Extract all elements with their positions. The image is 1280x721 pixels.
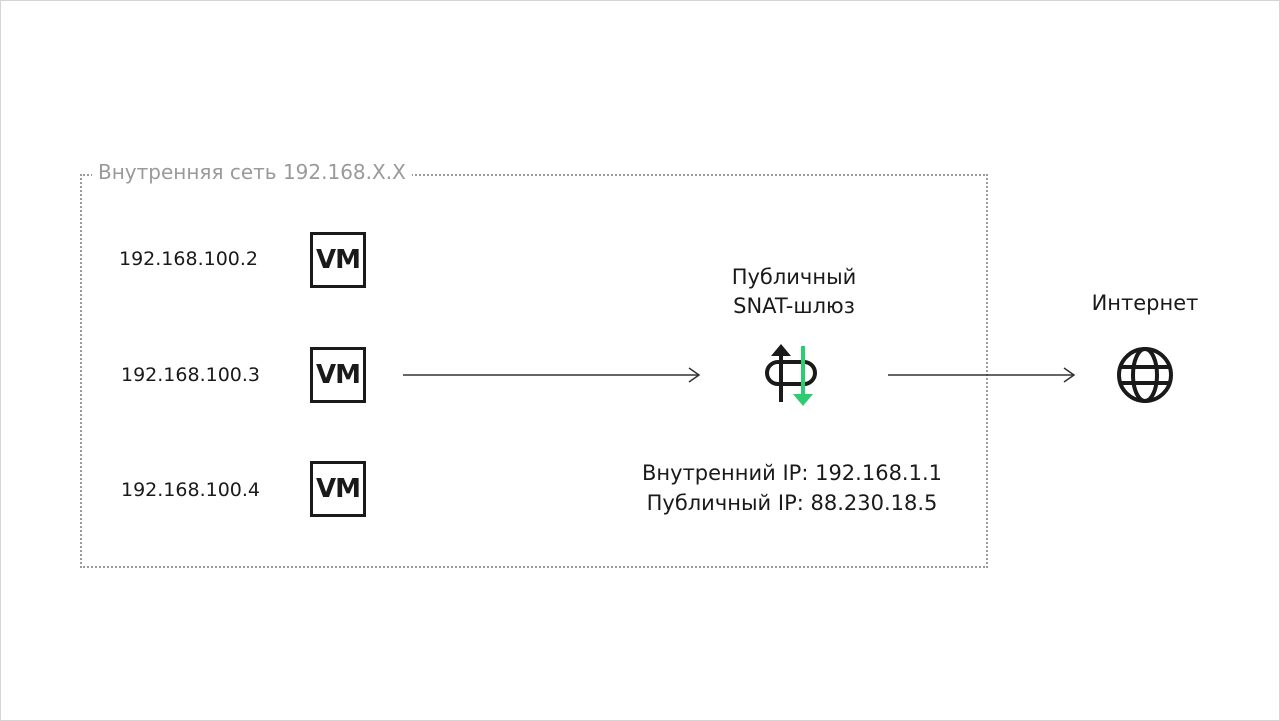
internal-network-label: Внутренняя сеть 192.168.X.X (92, 159, 412, 185)
globe-icon (1116, 346, 1174, 404)
vm-icon-text: VM (316, 474, 361, 504)
vm-icon-text: VM (316, 360, 361, 390)
gateway-title: Публичный SNAT-шлюз (694, 263, 894, 321)
gateway-title-line1: Публичный (731, 265, 857, 289)
vm-icon: VM (310, 232, 366, 288)
gateway-title-line2: SNAT-шлюз (733, 294, 855, 318)
gateway-internal-ip: Внутренний IP: 192.168.1.1 (642, 461, 942, 485)
gateway-ip-info: Внутренний IP: 192.168.1.1 Публичный IP:… (612, 458, 972, 518)
internal-network-box (80, 174, 988, 568)
vm-ip-label: 192.168.100.4 (121, 479, 261, 501)
vm-icon: VM (310, 347, 366, 403)
vm-ip-label: 192.168.100.3 (121, 364, 261, 386)
vm-icon: VM (310, 461, 366, 517)
internet-label: Интернет (1091, 291, 1199, 315)
vm-icon-text: VM (316, 245, 361, 275)
gateway-public-ip: Публичный IP: 88.230.18.5 (646, 491, 938, 515)
snat-gateway-icon (758, 342, 828, 408)
vm-ip-label: 192.168.100.2 (119, 248, 259, 270)
